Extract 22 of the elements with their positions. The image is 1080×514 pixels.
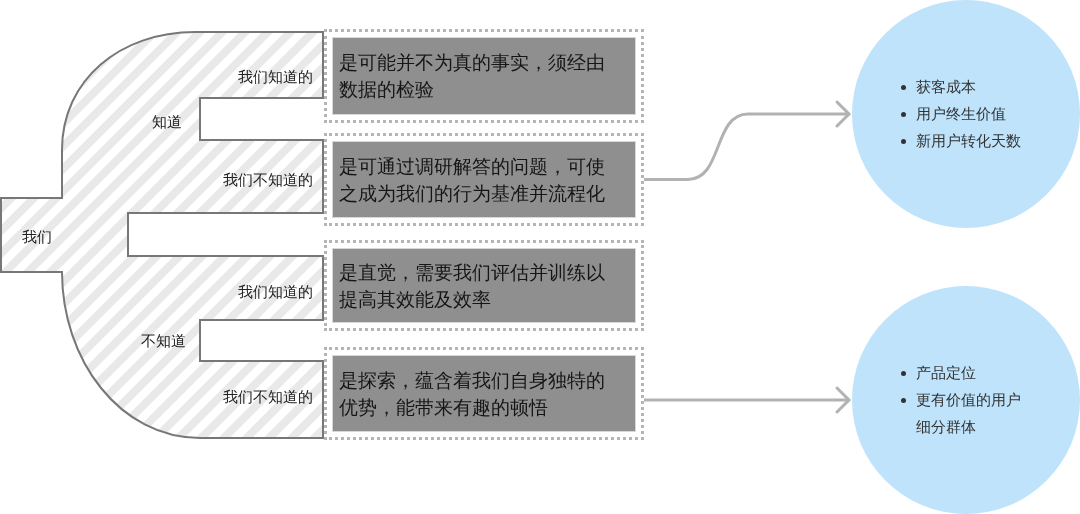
- list-item-text: 新用户转化天数: [916, 130, 1022, 152]
- description-text: 是可能并不为真的事实，须经由数据的检验: [339, 50, 606, 102]
- dotted-frame: [324, 133, 644, 226]
- arrow: [642, 100, 851, 181]
- description-text: 是直觉，需要我们评估并训练以提高其效能及效率: [339, 259, 606, 312]
- dotted-frame: [324, 240, 644, 331]
- list-item-text: 获客成本: [916, 76, 977, 98]
- branch-label: 我们不知道的: [223, 387, 313, 408]
- category-label: 不知道: [140, 331, 186, 352]
- branch-label: 我们知道的: [238, 282, 313, 303]
- arrow: [642, 386, 851, 414]
- list-item-text: 产品定位: [916, 362, 977, 384]
- root-label: 我们: [22, 227, 52, 248]
- branch-label: 我们不知道的: [223, 170, 313, 191]
- description-text: 是探索，蕴含着我们自身独特的优势，能带来有趣的顿悟: [339, 367, 606, 420]
- branch-label: 我们知道的: [238, 67, 313, 88]
- dotted-frame: [324, 29, 644, 123]
- category-label: 知道: [152, 112, 182, 133]
- list-item-text: 更有价值的用户细分群体: [916, 389, 1022, 438]
- list-item-text: 用户终生价值: [916, 103, 1007, 125]
- dotted-frame: [324, 347, 644, 440]
- description-text: 是可通过调研解答的问题，可使之成为我们的行为基准并流程化: [339, 153, 606, 206]
